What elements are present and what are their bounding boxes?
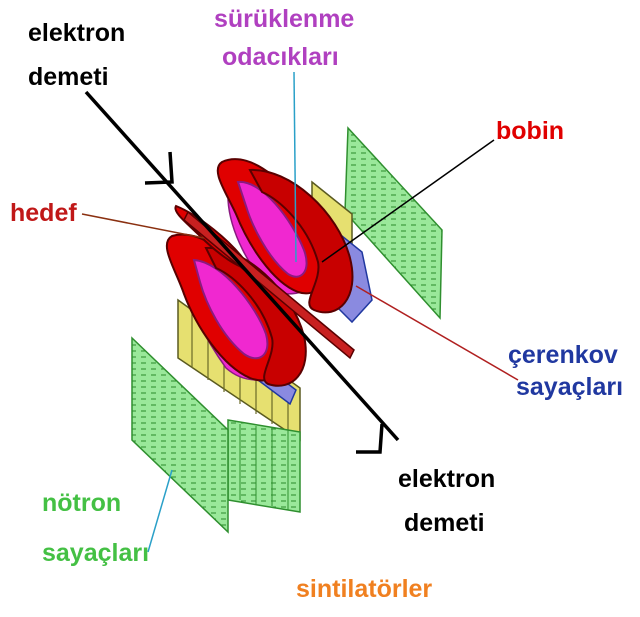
target-label: hedef: [10, 198, 77, 228]
cherenkov-label-line1: çerenkov: [508, 340, 618, 370]
neutron-counter-label-line2: sayaçları: [42, 538, 149, 568]
neutron-counter-block-bottom: [228, 420, 300, 512]
neutron-counter-label-line1: nötron: [42, 488, 121, 518]
scintillator-label: sintilatörler: [296, 574, 432, 604]
electron-beam-top-label-line2: demeti: [28, 62, 109, 92]
electron-beam-bottom-label-line2: demeti: [404, 508, 485, 538]
coil-label: bobin: [496, 116, 564, 146]
cherenkov-label-line2: sayaçları: [516, 372, 623, 402]
electron-beam-top-label-line1: elektron: [28, 18, 125, 48]
drift-chamber-label-line2: odacıkları: [222, 42, 339, 72]
beam-arrowhead-lower: [356, 424, 382, 452]
beam-arrowhead-upper: [145, 152, 172, 183]
electron-beam-bottom-label-line1: elektron: [398, 464, 495, 494]
neutron-leader: [148, 470, 172, 552]
drift-chamber-label-line1: sürüklenme: [214, 4, 354, 34]
